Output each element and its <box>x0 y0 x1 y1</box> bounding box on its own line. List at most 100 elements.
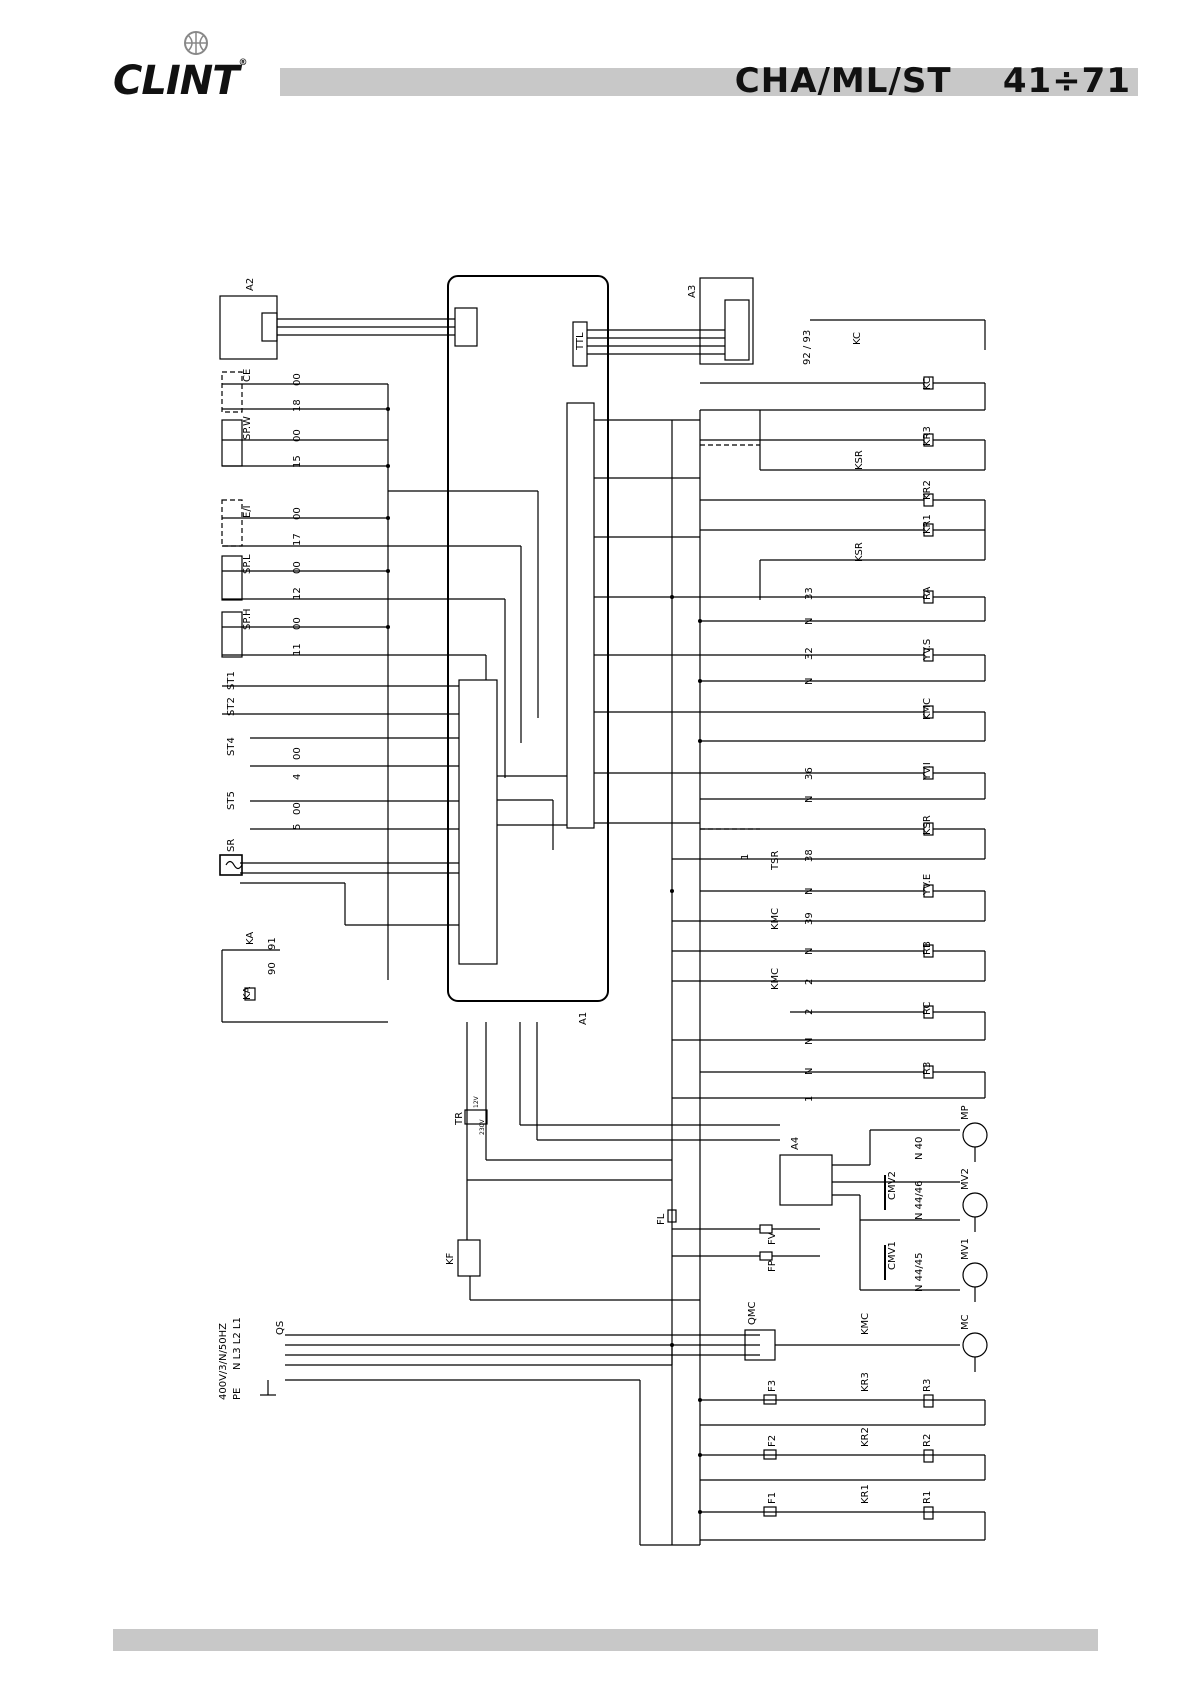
left-comp-sph: SP.H <box>242 608 253 630</box>
left-comp-ei: E/I <box>242 505 253 518</box>
left-comp-st2: ST2 <box>226 697 237 716</box>
label-tr: TR <box>454 1112 465 1126</box>
a2-box <box>219 295 278 360</box>
fuse-fp: FP <box>767 1260 778 1272</box>
a1-controller <box>447 275 609 1002</box>
label-kmc-main: KMC <box>860 1313 871 1335</box>
right-contact-2: KSR <box>854 450 865 470</box>
motor-mc-name: MC <box>960 1314 971 1330</box>
left-comp-st5: ST5 <box>226 791 237 810</box>
left-comp-spw-w1: 15 <box>292 455 303 468</box>
label-tr-12v: 12V <box>473 1095 480 1108</box>
right-contact-15: KMC <box>770 968 781 990</box>
left-comp-st5-w2: 00 <box>292 802 303 815</box>
left-comp-ka-coil: KA <box>242 987 253 1000</box>
motor-mp <box>962 1122 988 1148</box>
left-comp-spl-w2: 00 <box>292 561 303 574</box>
junction-dots <box>386 407 702 1514</box>
heater-r3: R3 <box>922 1379 933 1392</box>
right-load-16: RC <box>922 1002 933 1015</box>
right-wire-10: N <box>804 796 815 803</box>
a3-terminals <box>724 299 750 361</box>
label-tr-230v: 230V <box>479 1119 486 1135</box>
heater-kr1: KR1 <box>860 1484 871 1504</box>
label-fl: FL <box>656 1213 667 1225</box>
heater-kr3: KR3 <box>860 1372 871 1392</box>
left-comp-spw-w2: 00 <box>292 429 303 442</box>
label-qs: QS <box>275 1321 286 1335</box>
right-wire-18: N <box>804 1068 815 1075</box>
right-row-labels: 92 / 93 KC KC KSR KR3 KR2 KSR KR1 33 RA … <box>770 330 933 1102</box>
label-a3: A3 <box>687 285 698 298</box>
right-load-8: KMC <box>922 698 933 720</box>
right-load-18: R3 <box>922 1062 933 1075</box>
label-kf: KF <box>445 1252 456 1265</box>
right-wire-7: 32 <box>804 647 815 660</box>
right-wire-14: N <box>804 948 815 955</box>
heater-kr2: KR2 <box>860 1427 871 1447</box>
ttl-connector <box>572 321 588 367</box>
right-wire-13: 39 <box>804 912 815 925</box>
right-contact-0: KC <box>852 332 863 345</box>
right-load-3: KR2 <box>922 480 933 500</box>
label-a2: A2 <box>245 278 256 291</box>
left-comp-st4-w2: 00 <box>292 747 303 760</box>
page-header: CLINT® CHA/ML/ST 41÷71 <box>0 0 1191 130</box>
motor-mv2 <box>962 1192 988 1218</box>
label-a1: A1 <box>578 1012 589 1025</box>
heater-r1: R1 <box>922 1491 933 1504</box>
left-comp-ce: CE <box>242 369 253 382</box>
left-comp-ei-w1: 17 <box>292 533 303 546</box>
left-comp-spl-w1: 12 <box>292 587 303 600</box>
tsr-tap: 1 <box>740 854 751 860</box>
fuse-fv: FV <box>767 1232 778 1245</box>
motor-mv1-wire: N 44/45 <box>914 1253 925 1292</box>
motor-mv1 <box>962 1262 988 1288</box>
load-boxes <box>923 376 934 1079</box>
model-title: CHA/ML/ST 41÷71 <box>734 61 1131 101</box>
right-wire-15: 2 <box>804 979 815 985</box>
motor-mv2-wire: N 44/46 <box>914 1181 925 1220</box>
left-comp-st1: ST1 <box>226 671 237 690</box>
block-labels: A2 A1 A3 TTL A4 TR KF FL QS QMC 400V/3/N… <box>218 278 871 1400</box>
left-comp-ka-w2: 91 <box>267 937 278 950</box>
right-contact-4: KSR <box>854 542 865 562</box>
right-load-1: KC <box>922 377 933 390</box>
right-load-14: RB <box>922 941 933 955</box>
label-a4: A4 <box>790 1137 801 1150</box>
motor-mv2-cap: CMV2 <box>887 1171 898 1200</box>
right-wire-6: N <box>804 618 815 625</box>
left-comp-st4: ST4 <box>226 737 237 756</box>
left-comp-sph-w1: 11 <box>292 643 303 656</box>
left-comp-spw: SP.W <box>242 416 253 440</box>
motor-mv2-name: MV2 <box>960 1168 971 1190</box>
left-comp-sph-w2: 00 <box>292 617 303 630</box>
motor-mc <box>962 1332 988 1358</box>
motor-mp-wire: N 40 <box>914 1137 925 1160</box>
left-comp-st5-w1: 5 <box>292 824 303 830</box>
right-load-4: KR1 <box>922 514 933 534</box>
label-supply-pe: PE <box>232 1388 243 1400</box>
brand-logo: CLINT® <box>113 58 248 104</box>
right-wire-8: N <box>804 678 815 685</box>
right-load-5: RA <box>922 586 933 600</box>
right-wire-19: 1 <box>804 1096 815 1102</box>
basketball-logo-icon <box>184 31 208 55</box>
a2-terminal <box>261 312 278 342</box>
a1-connector-a2 <box>454 307 478 347</box>
header-band <box>280 68 1138 96</box>
right-load-9: YV.I <box>922 762 933 781</box>
fuse-f1: F1 <box>767 1492 778 1504</box>
label-supply: 400V/3/N/50HZ <box>218 1323 229 1400</box>
left-comp-ce-w2: 00 <box>292 373 303 386</box>
a1-relay-column <box>566 402 595 829</box>
right-wire-0: 92 / 93 <box>802 330 813 365</box>
right-wire-5: 33 <box>804 587 815 600</box>
motor-mv1-name: MV1 <box>960 1238 971 1260</box>
motor-mv1-cap: CMV1 <box>887 1241 898 1270</box>
left-component-labels: CE 18 00 SP.W 15 00 E/I 17 00 SP.L 12 00… <box>226 369 303 1000</box>
motor-labels: MP N 40 MV2 N 44/46 CMV2 MV1 N 44/45 CMV… <box>740 854 971 1504</box>
right-load-2: KR3 <box>922 426 933 446</box>
footer-band <box>113 1629 1098 1651</box>
